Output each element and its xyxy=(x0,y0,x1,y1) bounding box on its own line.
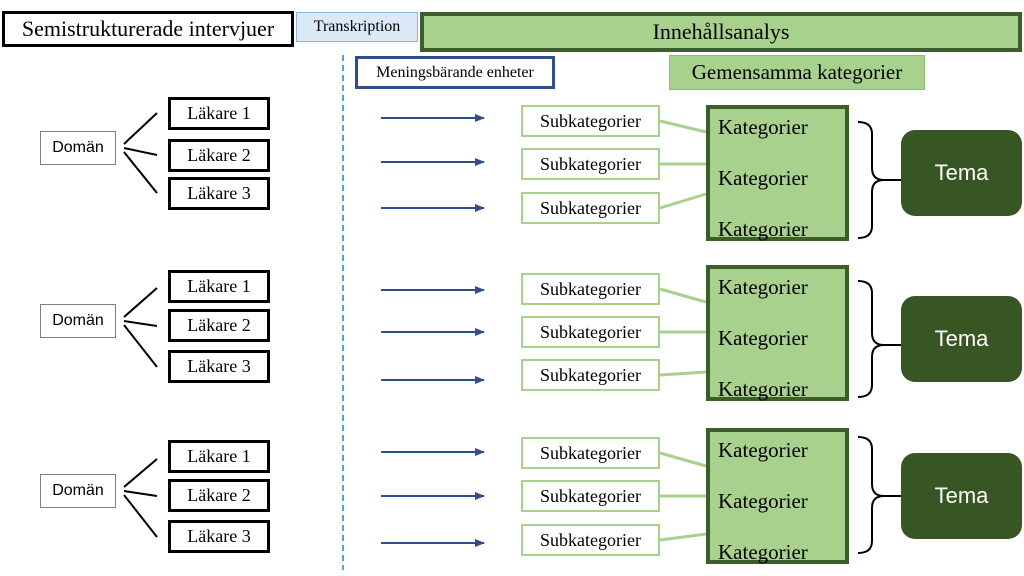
subkategorier-box-2a: Subkategorier xyxy=(521,273,660,305)
doman-lakare-line xyxy=(123,494,158,538)
kategorier-label: Kategorier xyxy=(718,166,808,190)
lakare-1-box-3: Läkare 1 xyxy=(168,440,270,473)
lakare-2-box-3: Läkare 2 xyxy=(168,479,270,512)
brace-bracket xyxy=(857,436,885,554)
subkategorier-box-3a: Subkategorier xyxy=(521,437,660,469)
doman-lakare-line xyxy=(123,112,158,145)
lakare-1-box-2: Läkare 1 xyxy=(168,270,270,303)
connectors-group-3 xyxy=(123,436,901,554)
doman-box-1: Domän xyxy=(40,131,116,165)
header-gemensamma-kategorier: Gemensamma kategorier xyxy=(669,55,925,90)
header-transkription: Transkription xyxy=(296,12,418,42)
lakare-3-box-1: Läkare 3 xyxy=(168,177,270,210)
kategorier-box-2: Kategorier Kategorier Kategorier xyxy=(706,265,849,401)
header-meningsbarande-enheter: Meningsbärande enheter xyxy=(355,56,555,89)
header-semistrukturerade-intervjuer: Semistrukturerade intervjuer xyxy=(2,11,294,47)
kategorier-label: Kategorier xyxy=(718,115,808,139)
connectors-group-1 xyxy=(123,112,901,239)
doman-lakare-line xyxy=(123,287,158,318)
kategorier-label: Kategorier xyxy=(718,217,808,241)
sub-kategori-line xyxy=(659,192,707,210)
sub-kategori-line xyxy=(659,287,707,304)
doman-lakare-line xyxy=(123,320,158,327)
tema-box-1: Tema xyxy=(901,130,1022,216)
doman-lakare-line xyxy=(123,147,158,156)
kategorier-label: Kategorier xyxy=(718,540,808,564)
sub-kategori-line xyxy=(659,532,707,542)
lakare-1-box-1: Läkare 1 xyxy=(168,97,270,130)
sub-kategori-line xyxy=(659,451,707,468)
kategorier-box-1: Kategorier Kategorier Kategorier xyxy=(706,105,849,241)
subkategorier-box-3c: Subkategorier xyxy=(521,524,660,556)
sub-kategori-line xyxy=(659,119,707,134)
sub-kategori-line xyxy=(659,370,707,377)
connectors-group-2 xyxy=(123,280,901,398)
lakare-3-box-2: Läkare 3 xyxy=(168,350,270,383)
subkategorier-box-2b: Subkategorier xyxy=(521,316,660,348)
subkategorier-box-1c: Subkategorier xyxy=(521,192,660,224)
kategorier-box-3: Kategorier Kategorier Kategorier xyxy=(706,428,849,564)
subkategorier-box-3b: Subkategorier xyxy=(521,480,660,512)
kategorier-label: Kategorier xyxy=(718,326,808,350)
kategorier-label: Kategorier xyxy=(718,377,808,401)
doman-lakare-line xyxy=(123,490,158,497)
subkategorier-box-2c: Subkategorier xyxy=(521,359,660,391)
lakare-2-box-2: Läkare 2 xyxy=(168,309,270,342)
kategorier-label: Kategorier xyxy=(718,438,808,462)
doman-lakare-line xyxy=(123,324,158,368)
doman-box-2: Domän xyxy=(40,304,116,338)
subkategorier-box-1b: Subkategorier xyxy=(521,148,660,180)
subkategorier-box-1a: Subkategorier xyxy=(521,105,660,137)
kategorier-label: Kategorier xyxy=(718,489,808,513)
header-innehallsanalys: Innehållsanalys xyxy=(420,12,1022,52)
brace-bracket xyxy=(857,280,885,398)
lakare-2-box-1: Läkare 2 xyxy=(168,139,270,172)
doman-box-3: Domän xyxy=(40,474,116,508)
doman-lakare-line xyxy=(123,151,158,194)
brace-bracket xyxy=(857,121,885,239)
tema-box-2: Tema xyxy=(901,296,1022,382)
tema-box-3: Tema xyxy=(901,453,1022,539)
doman-lakare-line xyxy=(123,458,158,488)
lakare-3-box-3: Läkare 3 xyxy=(168,520,270,553)
kategorier-label: Kategorier xyxy=(718,275,808,299)
